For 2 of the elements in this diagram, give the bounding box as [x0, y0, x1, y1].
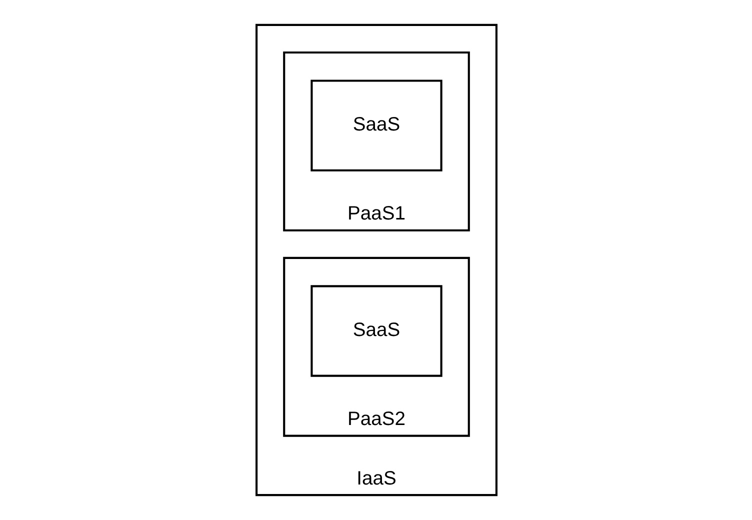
node-box: SaaS — [310, 80, 442, 172]
node-box: SaaS — [310, 285, 442, 377]
